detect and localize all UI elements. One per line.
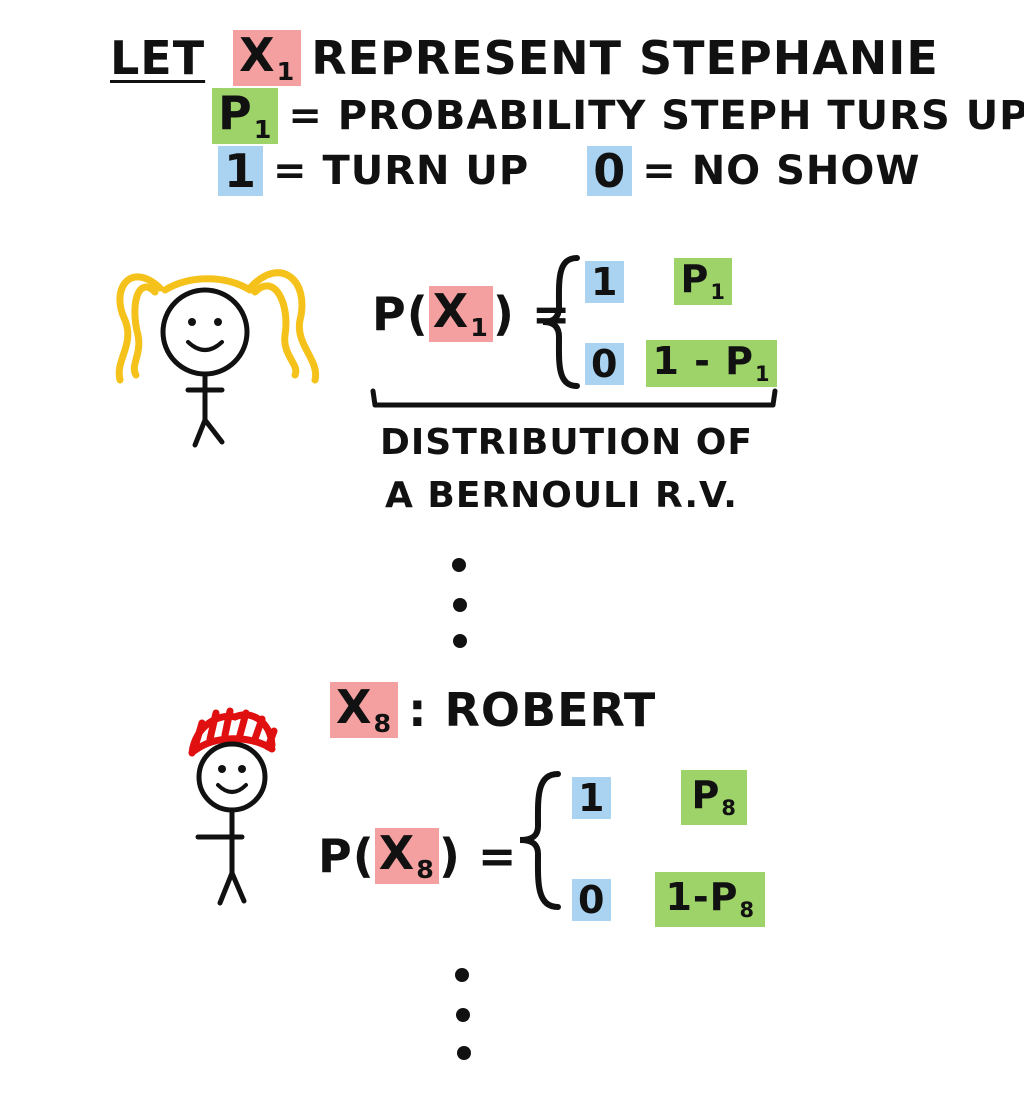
robert-case1-prob-highlight: P8 [681, 770, 747, 826]
robert-case-0: 0 1-P8 [572, 872, 766, 928]
x1-label: X [239, 28, 276, 82]
x1-highlight: X1 [233, 28, 302, 87]
robert-head [196, 741, 268, 813]
robert-case0-prob-sub: 8 [739, 898, 756, 923]
stephanie-body [185, 371, 225, 448]
ellipsis-dots-bottom [455, 968, 471, 1060]
stephanie-eye-right [214, 318, 222, 326]
robert-name: : ROBERT [408, 683, 657, 738]
stephanie-case1-prob-sub: 1 [710, 280, 726, 305]
robert-pmf-lhs: P(X8) = [318, 826, 518, 885]
robert-definition-line: X8 : ROBERT [330, 680, 657, 739]
stephanie-hair [115, 269, 320, 384]
stephanie-case-1: 1 P1 [585, 257, 732, 306]
stephanie-case1-value: 1 [585, 260, 625, 303]
robert-pmf-var-highlight: X8 [374, 826, 439, 885]
definition-p1-line: P1 = PROBABILITY STEPH TURS UP [212, 86, 1024, 145]
robert-figure [188, 707, 278, 906]
ellipsis-dots-top [452, 558, 467, 648]
zero-highlight: 0 [587, 146, 633, 196]
robert-eye-right [238, 765, 246, 773]
robert-eye-left [218, 765, 226, 773]
let-word: LET [110, 31, 206, 86]
stephanie-curly-brace [542, 255, 580, 389]
stephanie-p-open: P( [372, 287, 429, 342]
stephanie-var-sub: 1 [470, 312, 489, 342]
robert-case1-prob-sub: 8 [721, 796, 737, 821]
robert-var: X [336, 680, 373, 734]
definition-x1-line: LET X1 REPRESENT STEPHANIE [110, 28, 939, 87]
stephanie-case0-value: 0 [585, 342, 625, 385]
one-highlight: 1 [218, 146, 264, 196]
robert-case0-prob-highlight: 1-P8 [655, 872, 766, 928]
p1-sub: 1 [253, 114, 273, 144]
stephanie-case1-prob: P [680, 257, 710, 301]
robert-pmf-var: X [378, 826, 416, 880]
definition-values-line: 1 = TURN UP 0 = NO SHOW [218, 146, 921, 196]
robert-smile [216, 783, 248, 794]
stephanie-figure [115, 269, 320, 448]
robert-case0-prob: 1-P [665, 875, 739, 919]
stephanie-var-highlight: X1 [428, 284, 493, 343]
robert-p-close: ) = [438, 829, 518, 884]
stephanie-head [160, 287, 250, 377]
robert-case-1: 1 P8 [572, 770, 747, 826]
robert-case1-value: 1 [572, 776, 612, 819]
robert-p-open: P( [318, 829, 375, 884]
robert-pmf-var-sub: 8 [416, 854, 435, 884]
robert-var-highlight: X8 [330, 680, 399, 739]
represent-text: REPRESENT STEPHANIE [311, 31, 939, 86]
robert-case1-prob: P [691, 773, 721, 817]
robert-var-sub: 8 [373, 708, 393, 738]
underbrace-label-line1: DISTRIBUTION OF [380, 422, 753, 463]
stephanie-case0-prob-highlight: 1 - P1 [646, 339, 777, 388]
underbrace [370, 388, 778, 408]
stephanie-case1-prob-highlight: P1 [674, 257, 732, 306]
one-definition: = TURN UP [273, 148, 530, 194]
robert-curly-brace [519, 771, 561, 910]
robert-case0-value: 0 [572, 878, 612, 921]
robert-body [195, 807, 247, 906]
x1-sub: 1 [276, 56, 296, 86]
stephanie-eye-left [188, 318, 196, 326]
stephanie-case0-prob: 1 - P [652, 339, 754, 383]
p1-definition: = PROBABILITY STEPH TURS UP [288, 93, 1024, 140]
robert-hair [188, 707, 278, 757]
stephanie-var: X [432, 284, 470, 338]
p1-label: P [218, 86, 253, 140]
stephanie-case0-prob-sub: 1 [754, 362, 771, 387]
stephanie-case-0: 0 1 - P1 [585, 339, 777, 388]
stephanie-smile [186, 340, 224, 352]
p1-highlight: P1 [212, 86, 279, 145]
underbrace-label-line2: A BERNOULI R.V. [385, 475, 738, 516]
zero-definition: = NO SHOW [642, 148, 921, 194]
